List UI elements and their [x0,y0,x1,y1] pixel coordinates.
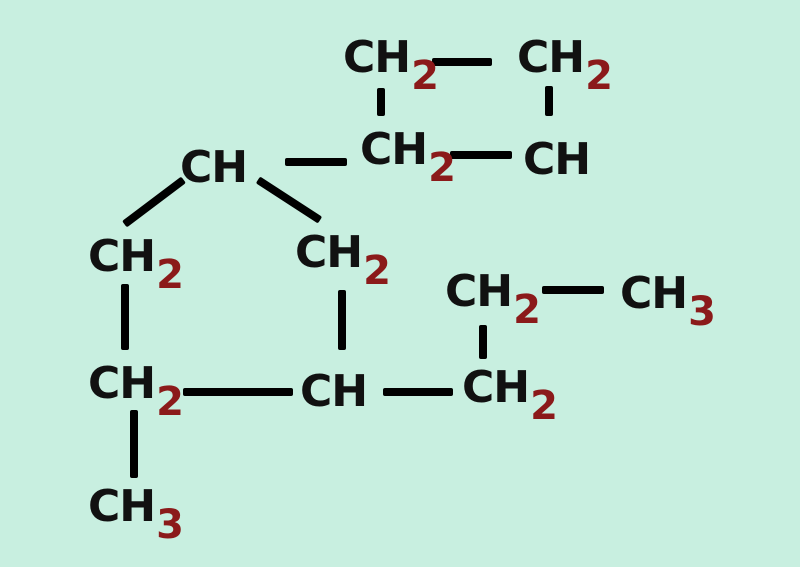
group-subscript: 2 [513,287,541,333]
group-symbol: CH [360,124,428,175]
bond-g3-g7 [255,176,323,224]
bond-g3-g6 [122,176,186,228]
group-symbol: CH [300,366,368,417]
bond-g7-g11 [338,290,346,350]
group-symbol: CH [445,266,513,317]
group-symbol: CH [180,142,248,193]
group-subscript: 2 [428,145,456,191]
bond-g1-g4 [377,88,385,116]
bond-g8-g12 [479,325,487,359]
bond-g2-g5 [545,86,553,116]
group-symbol: CH [517,32,585,83]
group-subscript: 2 [156,379,184,425]
group-subscript: 2 [585,53,613,99]
bond-g1-g2 [432,58,492,66]
group-subscript: 2 [530,383,558,429]
group-symbol: CH [343,32,411,83]
bond-g8-g9 [542,286,604,294]
group-symbol: CH [620,268,688,319]
bond-g10-g11 [183,388,293,396]
group-subscript: 2 [411,53,439,99]
group-subscript: 2 [363,248,391,294]
group-ch-ring-bottom: CH [300,370,368,414]
group-subscript: 2 [156,252,184,298]
group-symbol: CH [462,362,530,413]
group-ch-ring-top: CH [180,146,248,190]
group-symbol: CH [88,231,156,282]
bond-g6-g10 [121,284,129,350]
group-subscript: 3 [688,289,716,335]
bond-g4-g5 [450,151,512,159]
group-subscript: 3 [156,502,184,548]
bond-g11-g12 [383,388,453,396]
bond-g10-g13 [130,410,138,478]
group-symbol: CH [523,134,591,185]
group-ch2-cyclobutyl-right: CH [523,138,591,182]
bond-g3-g4 [285,158,347,166]
group-symbol: CH [88,358,156,409]
group-symbol: CH [295,227,363,278]
group-symbol: CH [88,481,156,532]
